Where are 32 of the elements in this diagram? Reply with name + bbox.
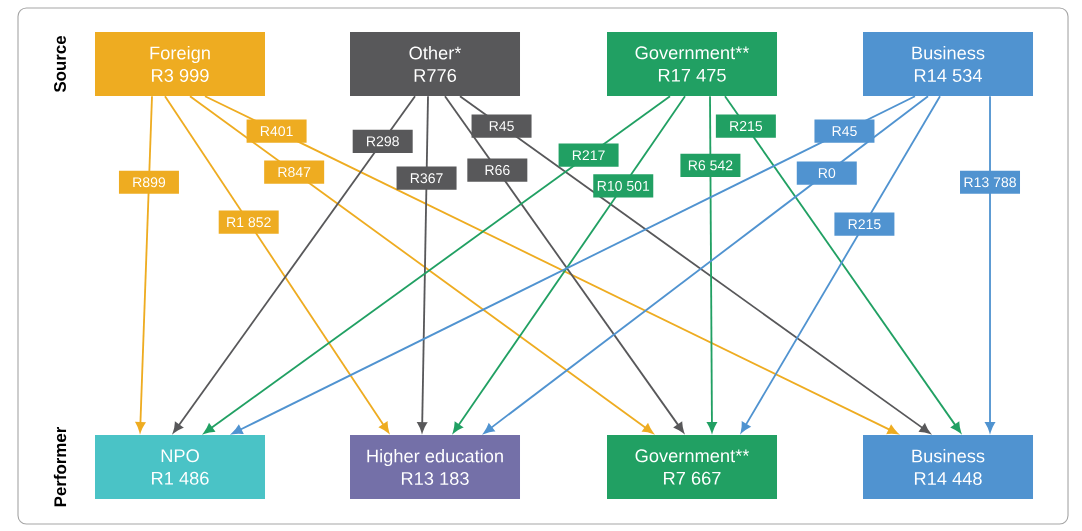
- edge-label: R215: [715, 114, 776, 138]
- edge-label: R217: [558, 143, 619, 167]
- flow-box: Government** R17 475: [607, 32, 777, 96]
- flow-box: Foreign R3 999: [95, 32, 265, 96]
- flow-box: Other* R776: [350, 32, 520, 96]
- edge-label: R1 852: [218, 210, 279, 234]
- edge-label: R45: [814, 119, 875, 143]
- flow-box: Government** R7 667: [607, 435, 777, 499]
- arrow: [724, 95, 962, 433]
- edge-label: R401: [246, 119, 307, 143]
- edge-label: R66: [467, 158, 528, 182]
- flow-box: Business R14 448: [863, 435, 1033, 499]
- flow-box: Business R14 534: [863, 32, 1033, 96]
- edge-label: R0: [796, 161, 857, 185]
- flow-box: NPO R1 486: [95, 435, 265, 499]
- arrow: [707, 95, 717, 433]
- edge-label: R367: [396, 166, 457, 190]
- edge-label: R6 542: [680, 153, 741, 177]
- axis-label: Performer: [53, 426, 67, 507]
- edge-label: R10 501: [593, 174, 654, 198]
- arrow: [985, 95, 995, 433]
- edge-label: R13 788: [960, 170, 1020, 194]
- edge-label: R847: [264, 160, 325, 184]
- edge-label: R298: [352, 129, 413, 153]
- arrow: [740, 95, 941, 433]
- flow-box: Higher education R13 183: [350, 435, 520, 499]
- edge-label: R215: [834, 212, 895, 236]
- arrow: [417, 95, 429, 433]
- edge-label: R899: [118, 170, 179, 194]
- arrow: [135, 95, 153, 433]
- edge-label: R45: [471, 114, 532, 138]
- axis-label: Source: [54, 36, 66, 93]
